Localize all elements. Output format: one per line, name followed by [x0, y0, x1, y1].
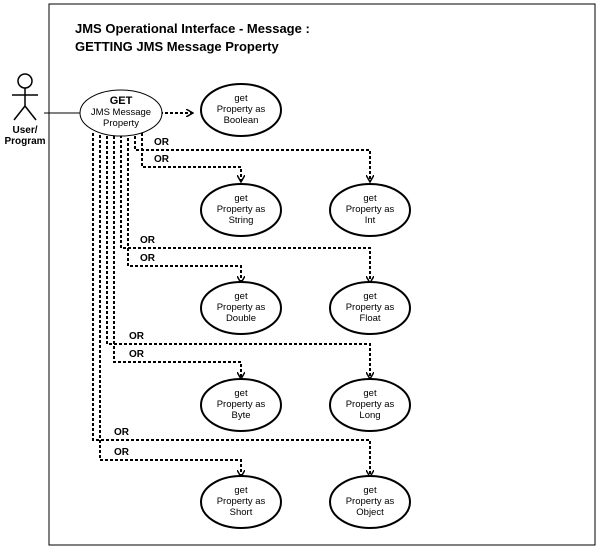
- use-case-ellipse: [200, 183, 282, 237]
- or-label: OR: [114, 427, 130, 438]
- use-case-ellipse: [200, 281, 282, 335]
- use-case-ellipse: [329, 183, 411, 237]
- actor-left-leg: [13, 105, 26, 121]
- use-case-ellipse: [200, 475, 282, 529]
- or-label: OR: [129, 349, 145, 360]
- use-case-label-line-1: get: [234, 388, 248, 399]
- use-case-get-property-as-short: get Property as Short: [200, 475, 282, 529]
- diagram-title-line-1: JMS Operational Interface - Message :: [75, 21, 310, 36]
- use-case-label-line-2: Property as: [217, 104, 266, 115]
- connector-long: [106, 136, 370, 378]
- or-label: OR: [140, 235, 156, 246]
- use-case-get-property-as-string: get Property as String: [200, 183, 282, 237]
- use-case-label-line-1: get: [234, 485, 248, 496]
- use-case-label-line-3: String: [229, 215, 254, 226]
- diagram-title-line-2: GETTING JMS Message Property: [75, 39, 279, 54]
- use-case-label-line-1: get: [363, 193, 377, 204]
- actor-head: [17, 73, 33, 89]
- use-case-label-line-1: get: [234, 193, 248, 204]
- use-case-ellipse: [79, 89, 163, 137]
- actor-user-program: User/ Program: [4, 73, 46, 147]
- use-case-label-line-2: Property as: [346, 204, 395, 215]
- or-labels: OR OR OR OR OR OR OR OR: [114, 137, 170, 458]
- use-case-label-line-3: Float: [359, 313, 380, 324]
- use-case-ellipse: [200, 83, 282, 137]
- use-case-label-line-3: Object: [356, 507, 384, 518]
- use-case-label-line-3: Long: [359, 410, 380, 421]
- or-label: OR: [154, 154, 170, 165]
- use-case-get-property-as-int: get Property as Int: [329, 183, 411, 237]
- connector-short: [99, 135, 241, 476]
- use-case-label-line-1: get: [363, 291, 377, 302]
- actor-label-line-2: Program: [4, 136, 45, 147]
- use-case-label-line-2: Property as: [217, 302, 266, 313]
- connector-object: [92, 133, 370, 476]
- use-case-label-line-2: Property as: [346, 399, 395, 410]
- use-case-label-line-3: Boolean: [224, 115, 259, 126]
- connector-byte: [113, 136, 241, 378]
- use-case-label-line-2: Property as: [346, 302, 395, 313]
- actor-right-leg: [24, 105, 37, 121]
- use-case-label-line-2: Property as: [346, 496, 395, 507]
- use-case-get-property-as-boolean: get Property as Boolean: [200, 83, 282, 137]
- use-case-label-line-3: Double: [226, 313, 256, 324]
- use-case-label-line-1: get: [234, 93, 248, 104]
- dependency-connectors: [92, 113, 370, 476]
- use-case-get-property-as-float: get Property as Float: [329, 281, 411, 335]
- use-case-label-line-2: JMS Message: [91, 107, 151, 118]
- use-case-label-line-2: Property as: [217, 399, 266, 410]
- use-case-get-property-as-byte: get Property as Byte: [200, 378, 282, 432]
- connector-float: [120, 135, 370, 282]
- use-case-label-line-3: Int: [365, 215, 376, 226]
- use-case-label-line-1: GET: [110, 95, 133, 107]
- actor-label-line-1: User/: [12, 125, 37, 136]
- connector-int: [134, 131, 370, 181]
- use-case-ellipse: [329, 378, 411, 432]
- use-case-ellipse: [329, 281, 411, 335]
- use-case-get-property-as-object: get Property as Object: [329, 475, 411, 529]
- connector-string: [141, 128, 241, 181]
- or-label: OR: [129, 331, 145, 342]
- use-case-label-line-1: get: [363, 485, 377, 496]
- or-label: OR: [154, 137, 170, 148]
- use-case-get-jms-message-property: GET JMS Message Property: [79, 89, 163, 137]
- or-label: OR: [114, 447, 130, 458]
- use-case-label-line-3: Property: [103, 118, 139, 129]
- use-case-get-property-as-long: get Property as Long: [329, 378, 411, 432]
- use-case-label-line-1: get: [234, 291, 248, 302]
- use-case-ellipse: [200, 378, 282, 432]
- connector-double: [127, 133, 241, 282]
- use-case-label-line-2: Property as: [217, 496, 266, 507]
- use-case-ellipse: [329, 475, 411, 529]
- use-case-label-line-1: get: [363, 388, 377, 399]
- use-case-label-line-3: Short: [230, 507, 253, 518]
- use-case-label-line-2: Property as: [217, 204, 266, 215]
- or-label: OR: [140, 253, 156, 264]
- use-case-label-line-3: Byte: [231, 410, 250, 421]
- diagram-frame: [48, 3, 596, 546]
- use-case-get-property-as-double: get Property as Double: [200, 281, 282, 335]
